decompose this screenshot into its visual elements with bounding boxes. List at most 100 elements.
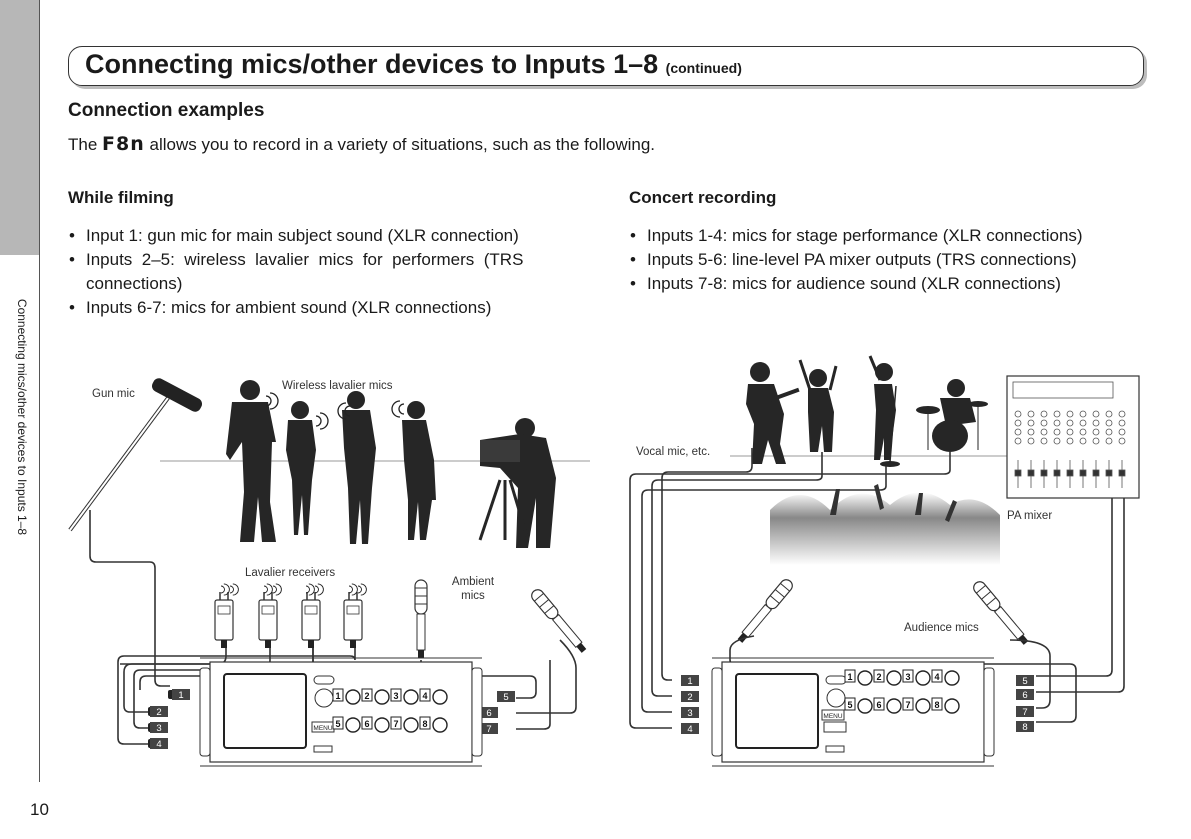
mixer-knob (1027, 419, 1035, 427)
list-item: Inputs 5-6: line-level PA mixer outputs … (629, 248, 1149, 272)
lavalier-receiver (343, 591, 363, 649)
page-title-text: Connecting mics/other devices to Inputs … (85, 49, 659, 79)
channel-knob (857, 698, 873, 714)
channel-number: 6 (364, 719, 369, 729)
label-lavalier-receivers: Lavalier receivers (245, 567, 335, 579)
input-label: 2 (687, 692, 692, 703)
list-item: Inputs 2–5: wireless lavalier mics for p… (68, 248, 584, 296)
channel-knob (944, 670, 960, 686)
channel-key (361, 716, 373, 730)
audience-crowd (770, 492, 1000, 565)
input-label: 3 (156, 723, 161, 734)
input-label: 6 (1022, 690, 1027, 701)
channel-knob (432, 717, 448, 733)
left-input-connectors (148, 689, 515, 749)
label-wireless-lavalier: Wireless lavalier mics (282, 380, 393, 392)
mixer-knob (1079, 419, 1087, 427)
label-vocal-mic: Vocal mic, etc. (636, 446, 710, 458)
mixer-knob (1066, 410, 1074, 418)
channel-key (419, 688, 431, 702)
channel-key (902, 669, 914, 683)
channel-key (844, 669, 856, 683)
concert-heading: Concert recording (629, 188, 777, 207)
mixer-knob (1118, 428, 1126, 436)
mixer-knob (1053, 437, 1061, 445)
audience-mic (970, 578, 1032, 648)
channel-key (873, 697, 885, 711)
mixer-knob (1105, 428, 1113, 436)
label-audience-mics: Audience mics (904, 622, 979, 634)
sidebar-rule (39, 0, 40, 782)
channel-number: 1 (335, 691, 340, 701)
list-item-text: connections) (86, 274, 183, 293)
mixer-knob (1092, 410, 1100, 418)
filming-list: Input 1: gun mic for main subject sound … (68, 224, 584, 320)
mixer-knob (1053, 419, 1061, 427)
mixer-fader-cap (1014, 469, 1022, 477)
input-label: 7 (1022, 707, 1027, 718)
channel-key (419, 716, 431, 730)
mixer-knob (1079, 428, 1087, 436)
channel-number: 7 (905, 700, 910, 710)
concert-list: Inputs 1-4: mics for stage performance (… (629, 224, 1149, 296)
mixer-knob (1066, 419, 1074, 427)
page-title-suffix: (continued) (665, 60, 742, 76)
mixer-knob (1066, 428, 1074, 436)
input-label: 4 (156, 739, 161, 750)
channel-number: 1 (847, 672, 852, 682)
page-number: 10 (30, 800, 49, 819)
input-label: 6 (486, 708, 491, 719)
channel-knob (915, 698, 931, 714)
channel-knob (374, 717, 390, 733)
pa-mixer (1006, 375, 1140, 499)
channel-key (931, 669, 943, 683)
list-item-text: Inputs 1-4: mics for stage performance (… (647, 226, 1083, 245)
input-label: 1 (178, 690, 183, 701)
list-item: Inputs 6-7: mics for ambient sound (XLR … (68, 296, 584, 320)
sidebar-tab (0, 0, 39, 255)
input-label: 7 (486, 724, 491, 735)
channel-number: 4 (934, 672, 939, 682)
mixer-fader-cap (1079, 469, 1087, 477)
channel-knob (345, 717, 361, 733)
mixer-knob (1040, 419, 1048, 427)
mixer-knob (1092, 428, 1100, 436)
input-label: 2 (156, 707, 161, 718)
mixer-knob (1014, 428, 1022, 436)
channel-key (390, 716, 402, 730)
channel-key (931, 697, 943, 711)
mixer-fader-cap (1066, 469, 1074, 477)
channel-knob (403, 689, 419, 705)
channel-key (902, 697, 914, 711)
channel-knob (345, 689, 361, 705)
mixer-knob (1053, 410, 1061, 418)
title-box: Connecting mics/other devices to Inputs … (68, 46, 1144, 86)
channel-number: 6 (876, 700, 881, 710)
intro-after: allows you to record in a variety of sit… (144, 135, 656, 154)
channel-knob (915, 670, 931, 686)
mixer-knob (1092, 419, 1100, 427)
channel-key (332, 716, 344, 730)
filming-heading: While filming (68, 188, 174, 207)
channel-key (873, 669, 885, 683)
channel-number: 2 (876, 672, 881, 682)
channel-knob (374, 689, 390, 705)
mixer-knob (1118, 419, 1126, 427)
lavalier-receiver (214, 591, 234, 649)
mixer-knob (1014, 419, 1022, 427)
model-name: F8n (102, 133, 145, 155)
channel-knob (886, 698, 902, 714)
input-label: 5 (503, 692, 508, 703)
f8n-recorder-left (199, 657, 483, 767)
page-title: Connecting mics/other devices to Inputs … (85, 49, 742, 80)
label-ambient-2: mics (461, 590, 485, 602)
mixer-knob (1079, 437, 1087, 445)
ambient-mic (414, 579, 428, 659)
band-silhouettes (746, 355, 988, 467)
mixer-knob (1040, 437, 1048, 445)
mixer-knob (1027, 410, 1035, 418)
list-item: Inputs 7-8: mics for audience sound (XLR… (629, 272, 1149, 296)
label-gun-mic: Gun mic (92, 388, 135, 400)
